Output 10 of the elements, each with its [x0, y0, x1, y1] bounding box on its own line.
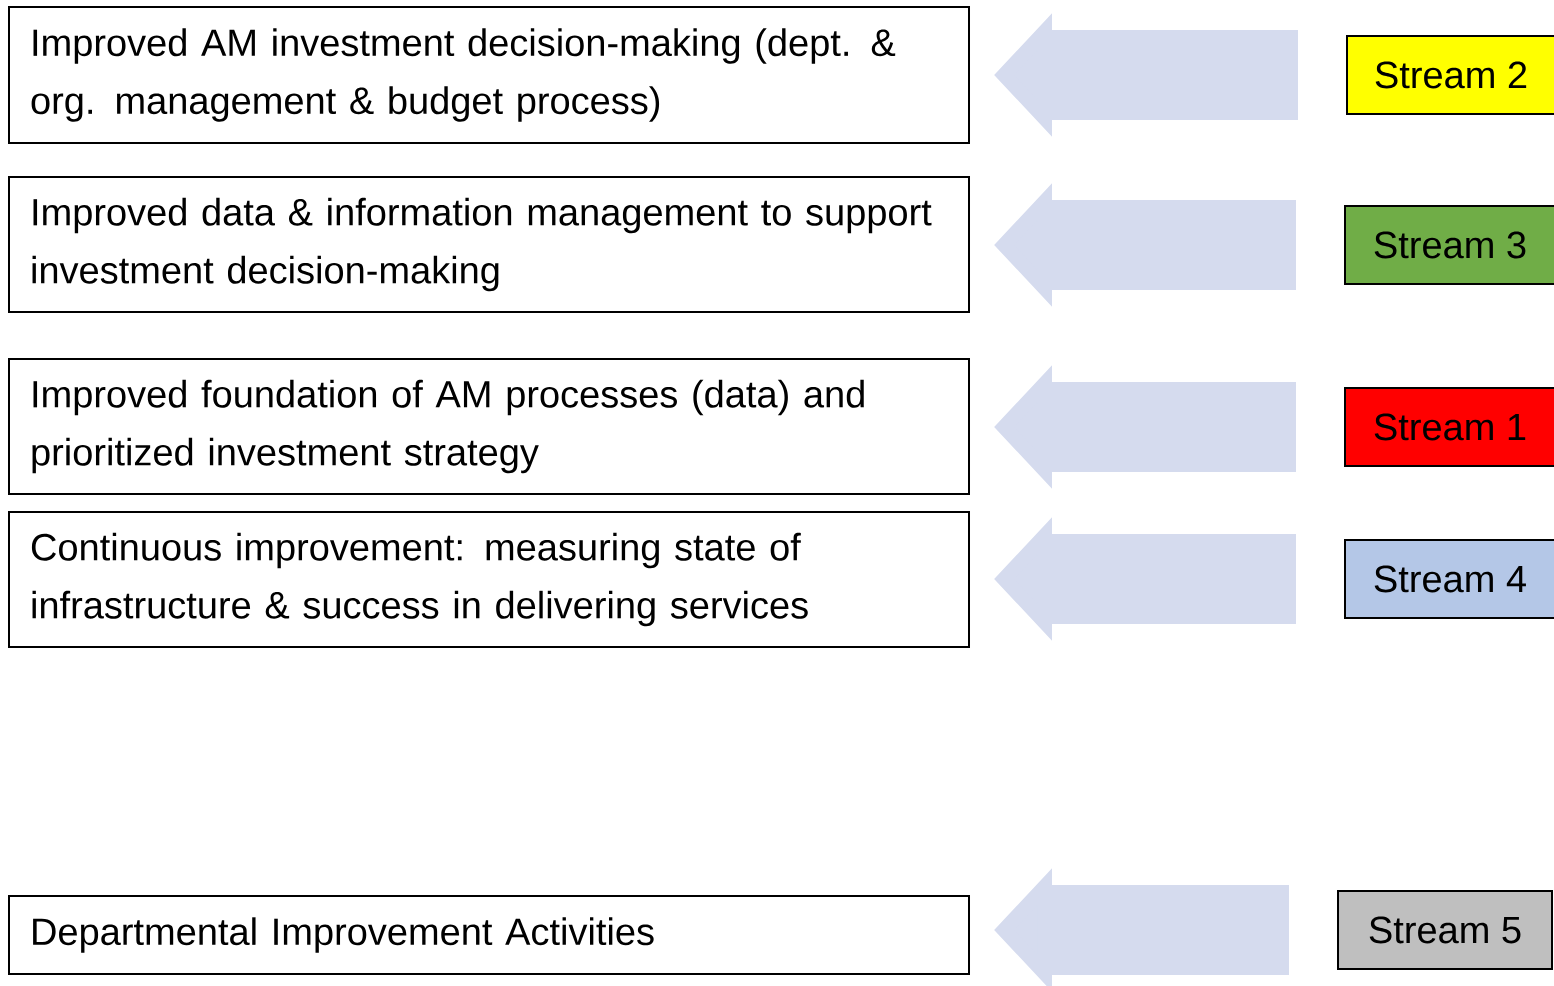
text-box: Improved AM investment decision-making (dept. & org. management & budget process) — [8, 6, 970, 144]
text-box: Departmental Improvement Activities — [8, 895, 970, 975]
stream-box: Stream 5 — [1337, 890, 1553, 970]
text-box: Improved data & information management to support investment decision-making — [8, 176, 970, 313]
stream-box: Stream 4 — [1344, 539, 1554, 619]
stream-box: Stream 3 — [1344, 205, 1554, 285]
stream-box: Stream 1 — [1344, 387, 1554, 467]
stream-box: Stream 2 — [1346, 35, 1554, 115]
text-box: Improved foundation of AM processes (data) and prioritized investment strategy — [8, 358, 970, 495]
text-box: Continuous improvement: measuring state of infrastructure & success in delivering services — [8, 511, 970, 648]
